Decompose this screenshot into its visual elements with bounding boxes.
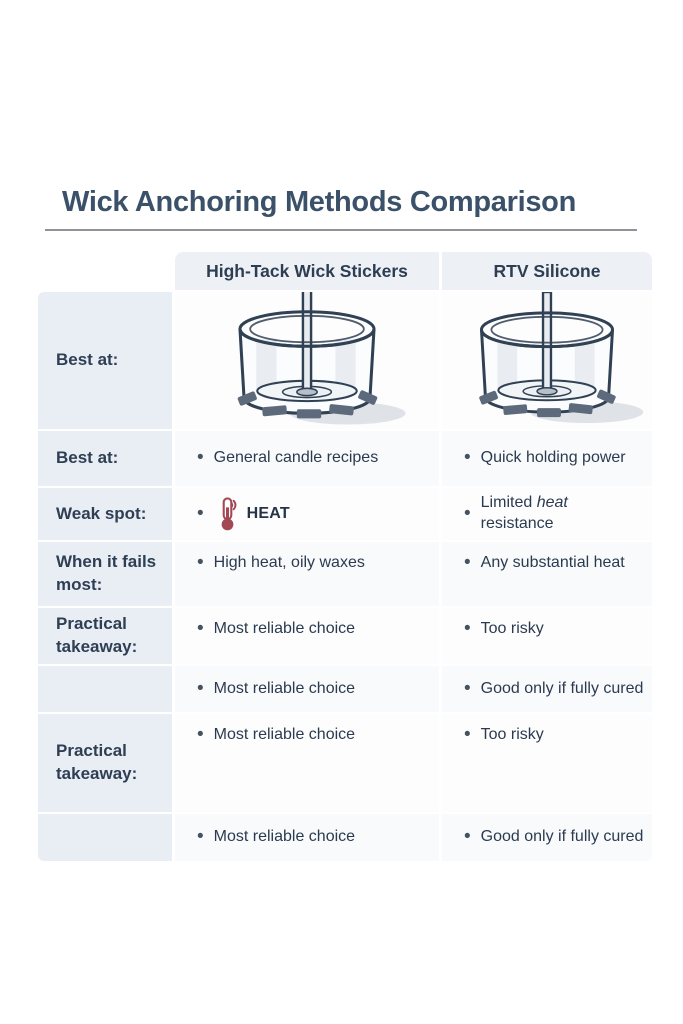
column-header-rtv-silicone: RTV Silicone: [442, 252, 652, 290]
row-label-when-it-fails: When it fails most:: [38, 542, 172, 606]
cell-best-at-rtv: • Quick holding power: [442, 431, 652, 486]
cell-text: Most reliable choice: [213, 679, 356, 697]
bullet-icon: •: [197, 677, 204, 699]
bullet-icon: •: [464, 677, 471, 699]
bullet-icon: •: [197, 618, 204, 639]
cell-takeaway-rtv: • Too risky: [442, 608, 652, 664]
row-label-best-at-illustration: Best at:: [38, 292, 172, 429]
cell-text-italic: heat: [536, 494, 568, 512]
thermometer-icon: [221, 497, 237, 531]
bullet-icon: •: [197, 826, 204, 848]
column-header-wick-stickers: High-Tack Wick Stickers: [175, 252, 439, 290]
cell-weak-spot-stickers: • HEAT: [175, 488, 439, 540]
cell-takeaway-stickers: • Most reliable choice: [175, 608, 439, 664]
heat-label: HEAT: [246, 504, 290, 522]
candle-jar-illustration-stickers: [175, 292, 439, 429]
cell-text: Limited heat resistance: [481, 493, 644, 535]
bullet-icon: •: [197, 502, 204, 524]
bullet-icon: •: [197, 447, 204, 469]
comparison-table: High-Tack Wick Stickers RTV Silicone Bes…: [38, 252, 652, 861]
cell-text-suffix: resistance: [480, 515, 554, 532]
bullet-icon: •: [464, 826, 471, 848]
title-underline: [45, 229, 637, 231]
cell-extra-stickers: • Most reliable choice: [175, 666, 439, 712]
row-label-blank-2: [38, 814, 172, 861]
cell-fails-rtv: • Any substantial heat: [442, 542, 652, 606]
cell-text: Any substantial heat: [480, 554, 625, 571]
cell-text: Too risky: [480, 726, 544, 743]
cell-weak-spot-rtv: • Limited heat resistance: [442, 488, 652, 540]
bullet-icon: •: [464, 618, 471, 639]
cell-text: Good only if fully cured: [480, 679, 644, 697]
cell-text: Most reliable choice: [213, 828, 356, 846]
cell-text: General candle recipes: [213, 449, 379, 467]
bullet-icon: •: [464, 552, 471, 573]
cell-text: Most reliable choice: [213, 726, 356, 743]
cell-extra2-rtv: • Good only if fully cured: [442, 814, 652, 861]
cell-extra2-stickers: • Most reliable choice: [175, 814, 439, 861]
bullet-icon: •: [464, 447, 471, 469]
header-spacer-cell: [38, 252, 172, 290]
cell-text: High heat, oily waxes: [213, 554, 365, 571]
row-label-best-at: Best at:: [38, 431, 172, 486]
cell-fails-stickers: • High heat, oily waxes: [175, 542, 439, 606]
page-title: Wick Anchoring Methods Comparison: [62, 186, 577, 218]
cell-text: Most reliable choice: [213, 620, 356, 637]
cell-best-at-stickers: • General candle recipes: [175, 431, 439, 486]
bullet-icon: •: [464, 502, 471, 524]
bullet-icon: •: [197, 552, 204, 573]
candle-jar-illustration-rtv: [442, 292, 652, 429]
cell-text: Too risky: [480, 620, 544, 637]
cell-extra-rtv: • Good only if fully cured: [442, 666, 652, 712]
row-label-blank: [38, 666, 172, 712]
candle-jar-icon: [477, 292, 645, 425]
row-label-practical-takeaway: Practical takeaway:: [38, 608, 172, 664]
cell-text-prefix: Limited: [480, 494, 537, 512]
cell-text: Quick holding power: [480, 449, 626, 467]
bullet-icon: •: [464, 724, 471, 745]
cell-takeaway2-rtv: • Too risky: [442, 714, 652, 812]
candle-jar-icon: [237, 292, 406, 425]
cell-text: Good only if fully cured: [480, 828, 644, 846]
row-label-weak-spot: Weak spot:: [38, 488, 172, 540]
cell-takeaway2-stickers: • Most reliable choice: [175, 714, 439, 812]
bullet-icon: •: [197, 724, 204, 745]
row-label-practical-takeaway-2: Practical takeaway:: [38, 714, 172, 812]
